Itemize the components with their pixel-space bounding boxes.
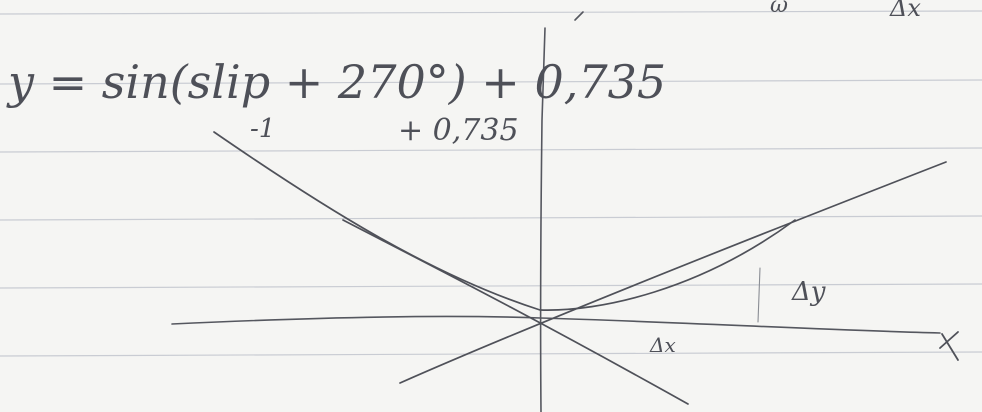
delta-y-label: Δy — [791, 277, 826, 307]
top-fragment-right: Δx — [889, 0, 921, 22]
y-axis — [539, 27, 546, 412]
rule-line — [0, 10, 982, 15]
y-axis-arrow — [574, 11, 584, 21]
axes — [171, 11, 941, 412]
x-mark-stroke — [941, 333, 959, 361]
delta-x-label: Δx — [649, 333, 676, 357]
annotation-minus-one: -1 — [250, 114, 275, 144]
delta-y-marker — [757, 267, 761, 323]
annotation-plus-value: + 0,735 — [398, 113, 519, 148]
rule-line — [0, 79, 982, 85]
tangent-line-rising — [399, 161, 947, 384]
graph-sketch — [213, 131, 947, 405]
x-axis-mark — [939, 331, 959, 361]
x-mark-stroke — [939, 331, 959, 349]
x-axis — [171, 315, 941, 334]
formula-text: y = sin(slip + 270°) + 0,735 — [6, 55, 666, 109]
rule-line — [0, 351, 982, 357]
top-fragment-left: ω — [770, 0, 788, 18]
curve — [213, 131, 796, 311]
tangent-line-falling — [342, 219, 689, 405]
rule-line — [0, 283, 982, 289]
rule-line — [0, 147, 982, 153]
ruled-lines — [0, 10, 982, 357]
rule-line — [0, 215, 982, 221]
